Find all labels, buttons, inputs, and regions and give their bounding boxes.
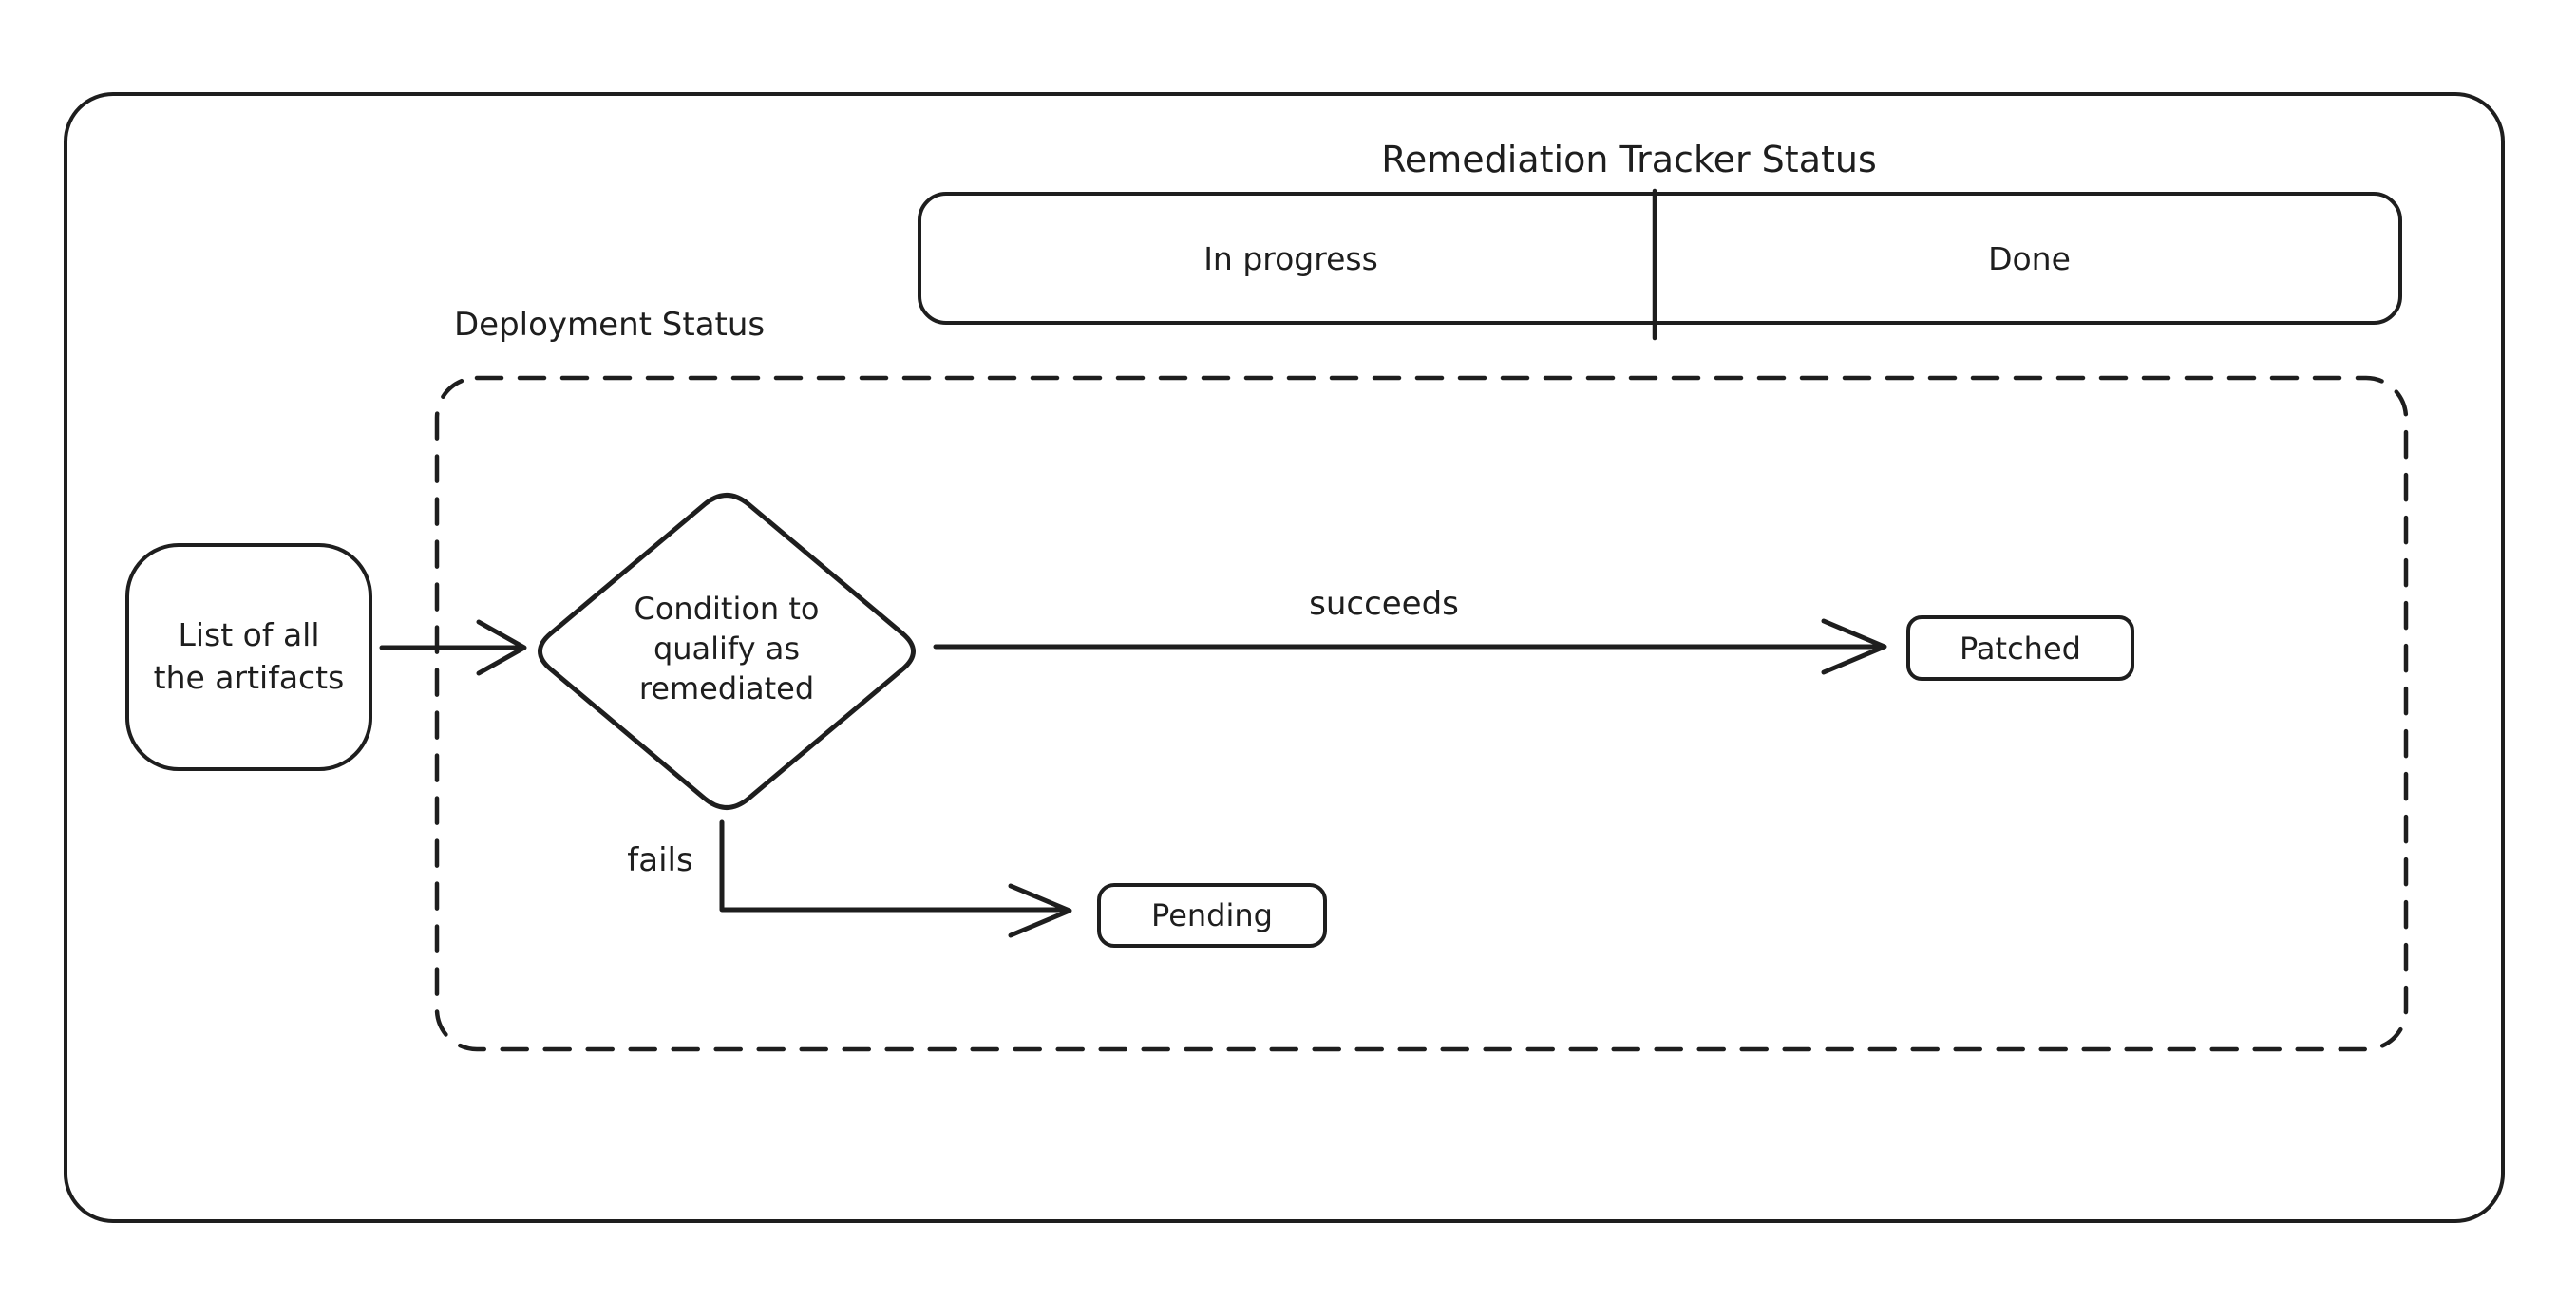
tracker-cell-in-progress[interactable]: In progress xyxy=(921,196,1660,321)
deployment-status-label: Deployment Status xyxy=(454,306,766,344)
outer-frame[interactable] xyxy=(64,92,2505,1223)
arrowhead-artifacts-to-condition xyxy=(476,619,527,676)
edge-label-fails: fails xyxy=(627,841,693,879)
edge-label-succeeds: succeeds xyxy=(1309,585,1459,623)
diagram-title: Remediation Tracker Status xyxy=(1381,139,1877,180)
node-pending-label: Pending xyxy=(1151,897,1273,933)
tracker-cell-done-label: Done xyxy=(1988,239,2071,277)
arrowhead-condition-to-pending xyxy=(1008,883,1072,938)
condition-diamond[interactable] xyxy=(538,493,916,810)
node-list-of-artifacts-line2: the artifacts xyxy=(153,659,345,696)
tracker-status-bar[interactable]: In progress Done xyxy=(918,192,2402,325)
arrow-condition-to-pending[interactable] xyxy=(719,819,1065,913)
tracker-cell-in-progress-label: In progress xyxy=(1203,239,1378,277)
node-list-of-artifacts-line1: List of all xyxy=(178,616,320,654)
deployment-status-group-border[interactable] xyxy=(434,375,2409,1052)
condition-diamond-label: Condition to qualify as remediated xyxy=(584,589,869,709)
arrowhead-condition-to-patched xyxy=(1821,618,1887,675)
tracker-cell-done[interactable]: Done xyxy=(1660,196,2398,321)
node-pending[interactable]: Pending xyxy=(1097,883,1327,948)
condition-line1: Condition to xyxy=(634,591,820,627)
condition-line3: remediated xyxy=(638,670,815,707)
node-patched[interactable]: Patched xyxy=(1906,615,2134,681)
node-patched-label: Patched xyxy=(1960,630,2081,667)
condition-line2: qualify as xyxy=(653,631,801,668)
node-list-of-artifacts[interactable]: List of all the artifacts xyxy=(125,543,372,771)
